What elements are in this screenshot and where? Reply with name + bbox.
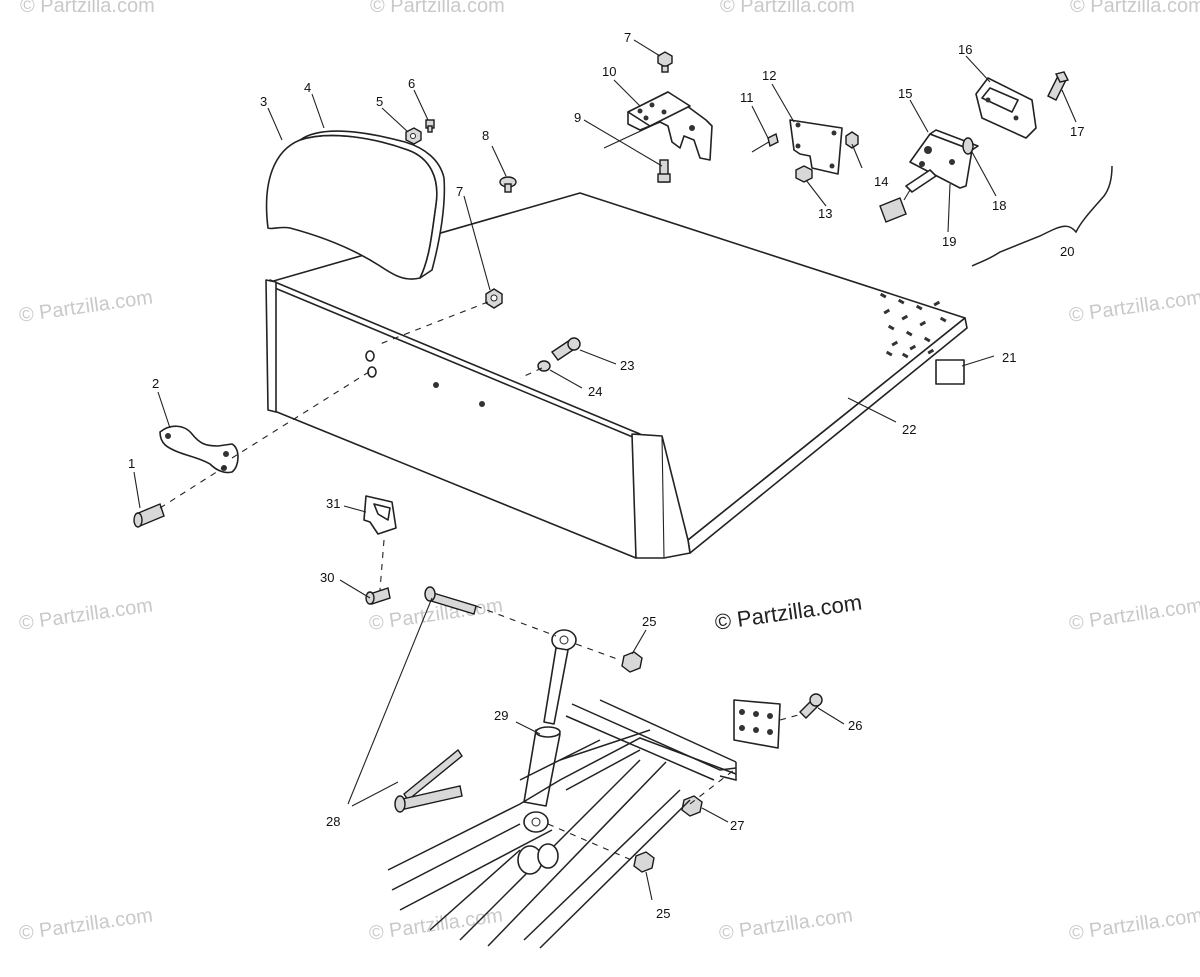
assembly-lines xyxy=(159,301,803,863)
bracket-part-31 xyxy=(363,495,397,535)
watermark-text: © Partzilla.com xyxy=(370,0,505,17)
nut-part-14 xyxy=(845,131,859,149)
callout-20: 20 xyxy=(1060,244,1074,259)
backrest-cushion-edge xyxy=(299,130,446,279)
cargo-box-left-post xyxy=(265,279,277,413)
taillight-lens-part-16 xyxy=(975,77,1037,139)
watermark-text: © Partzilla.com xyxy=(718,904,855,945)
screw-part-11 xyxy=(751,132,779,153)
shock-absorber-part-29 xyxy=(523,629,577,833)
plate-bracket-body xyxy=(789,119,843,175)
watermark-text: © Partzilla.com xyxy=(18,286,155,327)
screw-part-6 xyxy=(425,119,435,133)
callout-10: 10 xyxy=(602,64,616,79)
nut-part-25-upper xyxy=(621,651,643,673)
callout-5: 5 xyxy=(376,94,383,109)
rivet-part-8 xyxy=(499,176,517,193)
watermark-text: © Partzilla.com xyxy=(720,0,855,17)
watermark-main: © Partzilla.com xyxy=(713,590,863,635)
callout-22: 22 xyxy=(902,422,916,437)
diamond-plate-pattern xyxy=(879,292,947,359)
callout-3: 3 xyxy=(260,94,267,109)
nut-part-13 xyxy=(795,165,813,183)
callout-27: 27 xyxy=(730,818,744,833)
backrest-cushion-front xyxy=(265,134,438,280)
bracket-part-10 xyxy=(627,91,713,161)
mount-plate xyxy=(733,699,781,749)
watermark-text: © Partzilla.com xyxy=(18,904,155,945)
callout-26: 26 xyxy=(848,718,862,733)
watermark-text: © Partzilla.com xyxy=(1068,904,1200,945)
callout-30: 30 xyxy=(320,570,334,585)
callout-28: 28 xyxy=(326,814,340,829)
plate-bracket-part-12 xyxy=(789,119,843,175)
nut-part-7-lower xyxy=(485,288,503,309)
screw-part-17 xyxy=(1047,71,1070,101)
callout-16: 16 xyxy=(958,42,972,57)
watermark-text: © Partzilla.com xyxy=(1068,594,1200,635)
bolt-part-28-lower xyxy=(394,748,463,813)
bulb-socket-part-18 xyxy=(962,137,974,155)
callout-31: 31 xyxy=(326,496,340,511)
callout-14: 14 xyxy=(874,174,888,189)
screw-part-1 xyxy=(133,503,165,528)
bolt-part-30 xyxy=(365,587,391,605)
callout-7-lower: 7 xyxy=(456,184,463,199)
nut-part-25-lower xyxy=(633,851,655,873)
callout-25-upper: 25 xyxy=(642,614,656,629)
watermark-text: © Partzilla.com xyxy=(1070,0,1200,17)
callout-29: 29 xyxy=(494,708,508,723)
callout-25-lower: 25 xyxy=(656,906,670,921)
wall-hole xyxy=(365,350,375,362)
callout-9: 9 xyxy=(574,110,581,125)
bolt-part-23 xyxy=(550,337,581,361)
wall-hole xyxy=(479,401,485,407)
cargo-box xyxy=(265,192,968,559)
nut-part-27 xyxy=(681,795,703,817)
callout-8: 8 xyxy=(482,128,489,143)
callout-1: 1 xyxy=(128,456,135,471)
bolt-part-26 xyxy=(799,693,823,719)
callout-12: 12 xyxy=(762,68,776,83)
nut-part-5 xyxy=(405,127,422,145)
callout-17: 17 xyxy=(1070,124,1084,139)
callout-11: 11 xyxy=(740,90,754,105)
callout-23: 23 xyxy=(620,358,634,373)
callout-13: 13 xyxy=(818,206,832,221)
bolt-part-9 xyxy=(657,159,671,183)
callout-19: 19 xyxy=(942,234,956,249)
wiring-plug-part-19 xyxy=(879,169,937,223)
wall-hole xyxy=(433,382,439,388)
callout-2: 2 xyxy=(152,376,159,391)
watermark-text: © Partzilla.com xyxy=(18,594,155,635)
backrest-cushion xyxy=(265,130,446,280)
callout-4: 4 xyxy=(304,80,311,95)
callout-18: 18 xyxy=(992,198,1006,213)
frame-mount-bushing xyxy=(537,843,559,869)
callout-15: 15 xyxy=(898,86,912,101)
frame-chassis xyxy=(387,699,737,949)
bolt-part-28-upper xyxy=(424,586,477,615)
callout-24: 24 xyxy=(588,384,602,399)
callout-6: 6 xyxy=(408,76,415,91)
callout-labels: 1 2 3 4 5 6 7 7 8 9 10 11 12 13 14 15 16… xyxy=(128,30,1084,921)
decal-part-21 xyxy=(935,359,965,385)
handle-part-2 xyxy=(159,425,239,474)
watermark-text: © Partzilla.com xyxy=(1068,286,1200,327)
assembly-bracket-part-20 xyxy=(971,165,1113,267)
leader-lines xyxy=(133,39,1077,901)
nut-part-7-upper xyxy=(657,51,673,73)
callout-21: 21 xyxy=(1002,350,1016,365)
callout-7-upper: 7 xyxy=(624,30,631,45)
watermark-text: © Partzilla.com xyxy=(20,0,155,17)
